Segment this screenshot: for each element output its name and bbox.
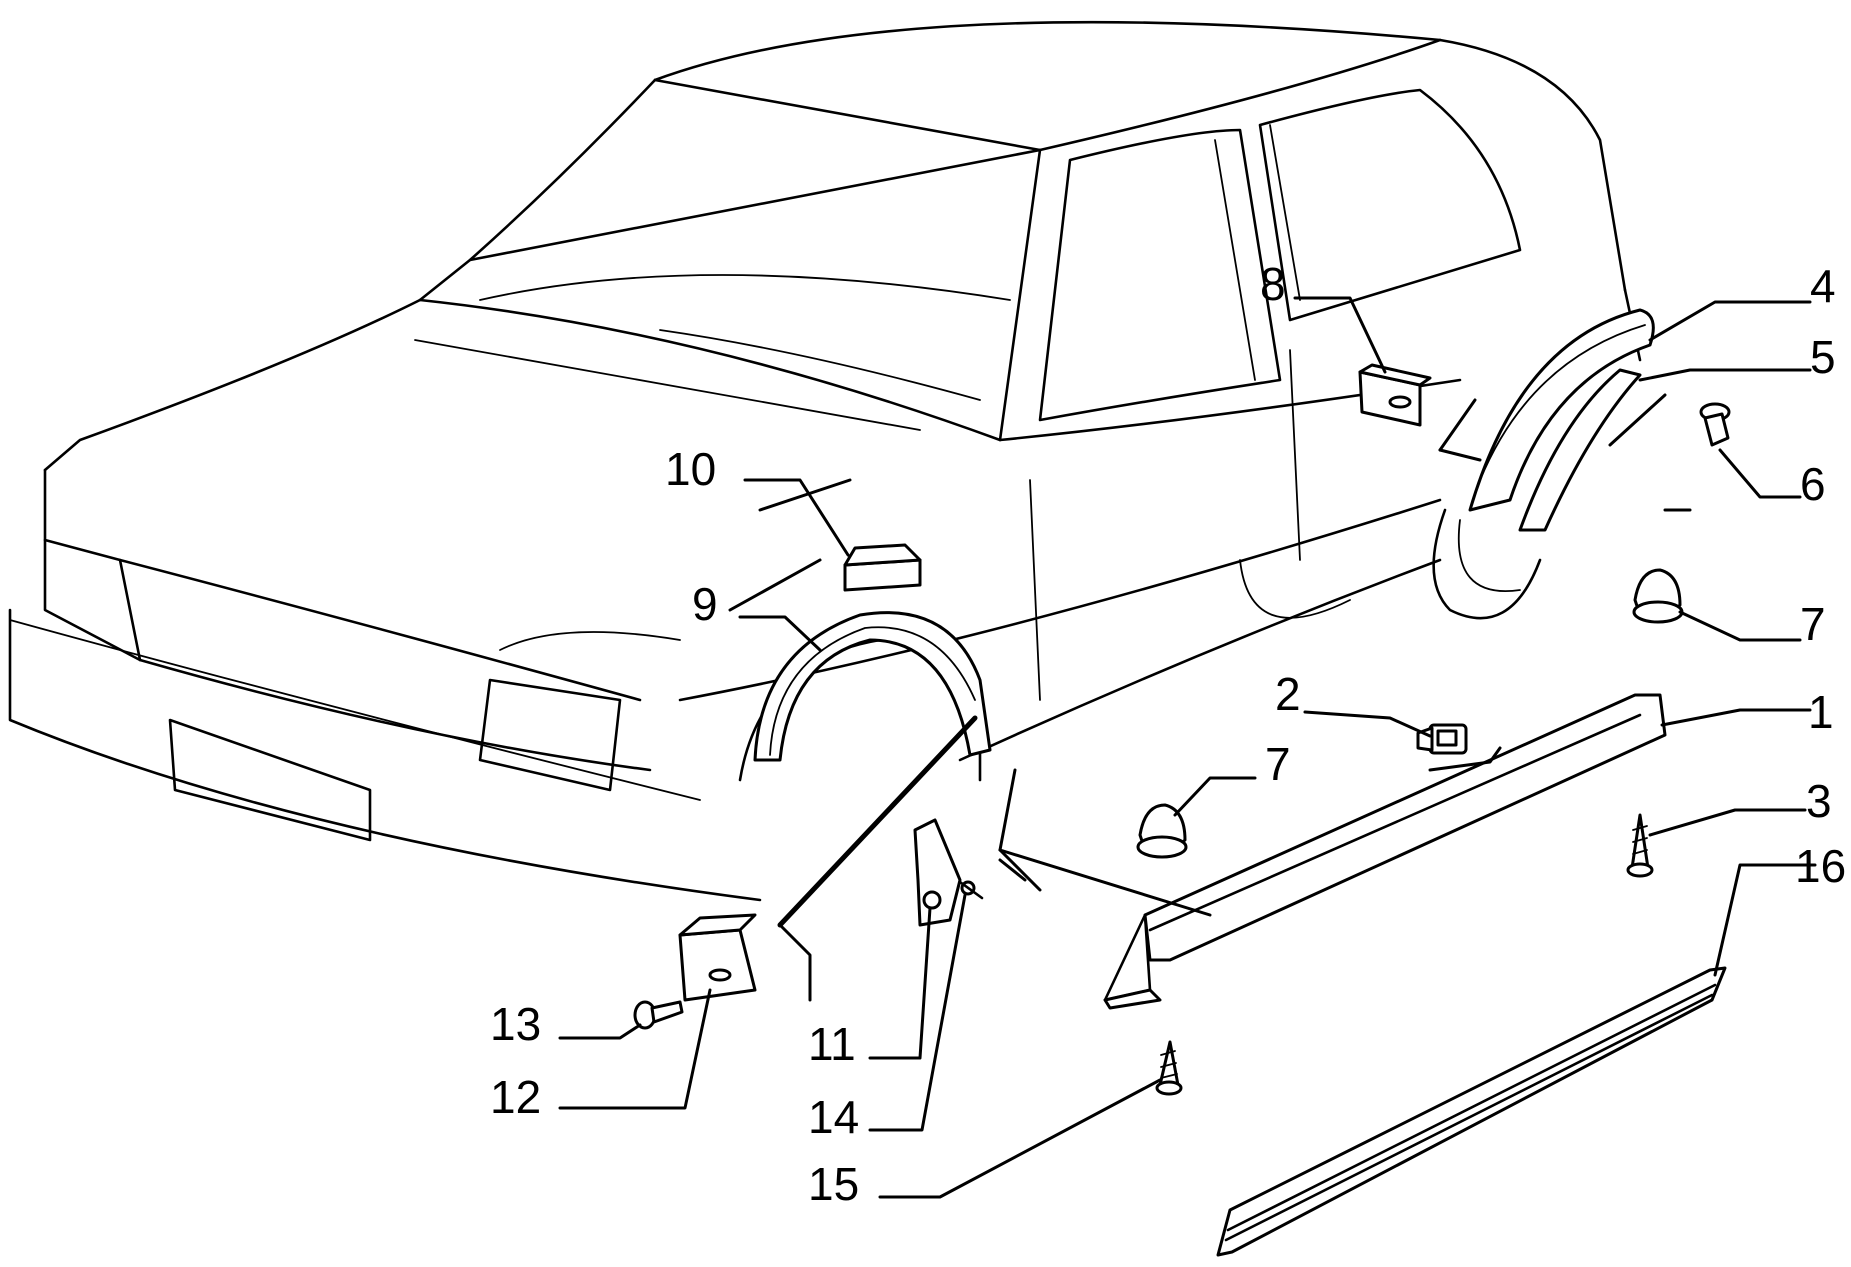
part-2-clip xyxy=(1416,723,1468,755)
callout-15: 15 xyxy=(808,1158,859,1210)
part-16-side-strip xyxy=(1216,966,1727,1257)
part-7-grommet-right xyxy=(1632,568,1684,624)
callout-5: 5 xyxy=(1810,331,1836,383)
car-body-outline xyxy=(8,20,1642,902)
part-14-screw xyxy=(958,880,984,900)
callout-13: 13 xyxy=(490,998,541,1050)
part-10-clip xyxy=(843,543,922,592)
part-6-push-clip xyxy=(1699,402,1731,447)
callout-9: 9 xyxy=(692,578,718,630)
part-5-rear-arch-trim xyxy=(1518,368,1642,532)
part-3-screw xyxy=(1626,813,1654,878)
part-7-grommet-left xyxy=(1136,803,1188,859)
part-11-bracket xyxy=(913,818,962,927)
part-13-bolt xyxy=(633,1000,684,1030)
callout-7-left: 7 xyxy=(1265,738,1291,790)
callout-11: 11 xyxy=(808,1018,856,1070)
callout-14: 14 xyxy=(808,1091,859,1143)
part-9-front-arch-liner xyxy=(753,611,992,762)
part-4-rear-arch-liner xyxy=(1468,308,1655,512)
callout-6: 6 xyxy=(1800,458,1826,510)
callout-10: 10 xyxy=(665,443,716,495)
callout-12: 12 xyxy=(490,1071,541,1123)
leader-lines xyxy=(558,296,1817,1199)
callout-labels: 1 2 3 4 5 6 7 7 8 9 10 11 12 13 14 15 16 xyxy=(490,258,1846,1210)
part-1-sill-moulding xyxy=(1103,693,1667,1010)
part-15-screw xyxy=(1155,1040,1183,1096)
part-8-bracket xyxy=(1358,363,1432,427)
callout-7-right: 7 xyxy=(1800,598,1826,650)
callout-1: 1 xyxy=(1808,686,1834,738)
callout-2: 2 xyxy=(1275,668,1301,720)
part-12-plate xyxy=(678,913,757,1002)
callout-8: 8 xyxy=(1260,258,1286,310)
callout-4: 4 xyxy=(1810,260,1836,312)
callout-16: 16 xyxy=(1795,840,1846,892)
callout-3: 3 xyxy=(1806,775,1832,827)
